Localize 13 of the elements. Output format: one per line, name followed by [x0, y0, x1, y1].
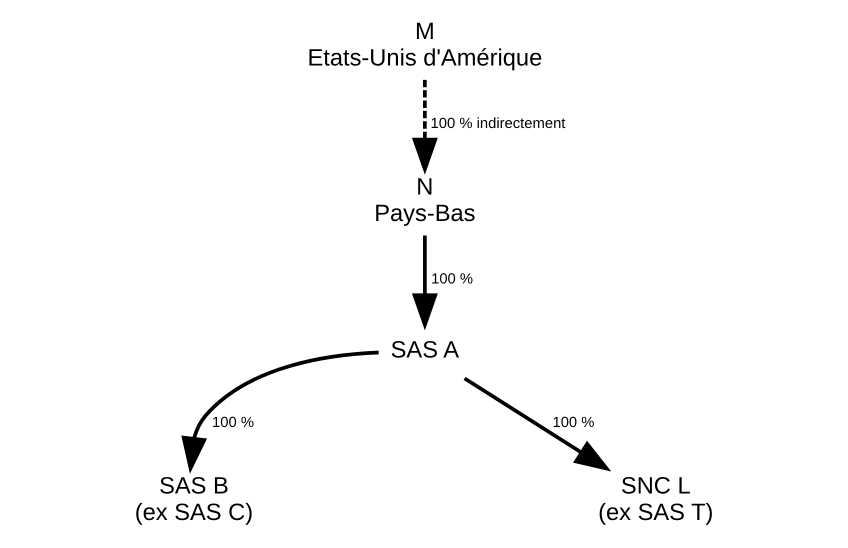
edge-label: 100 % indirectement	[430, 116, 565, 132]
edge-label: 100 %	[212, 415, 254, 432]
edge-label: 100 %	[552, 415, 594, 432]
edge-label: 100 %	[430, 272, 473, 288]
node-text: SAS A	[390, 337, 459, 364]
node-text: SNC L (ex SAS T)	[598, 474, 713, 526]
node-text: N Pays-Bas	[374, 174, 476, 228]
arrow	[411, 235, 438, 330]
arrow	[411, 80, 438, 175]
arrow	[463, 376, 611, 472]
node-text: SAS B (ex SAS C)	[134, 474, 253, 526]
arrow	[180, 350, 378, 474]
node-text: M Etats-Unis d'Amérique	[306, 19, 542, 72]
